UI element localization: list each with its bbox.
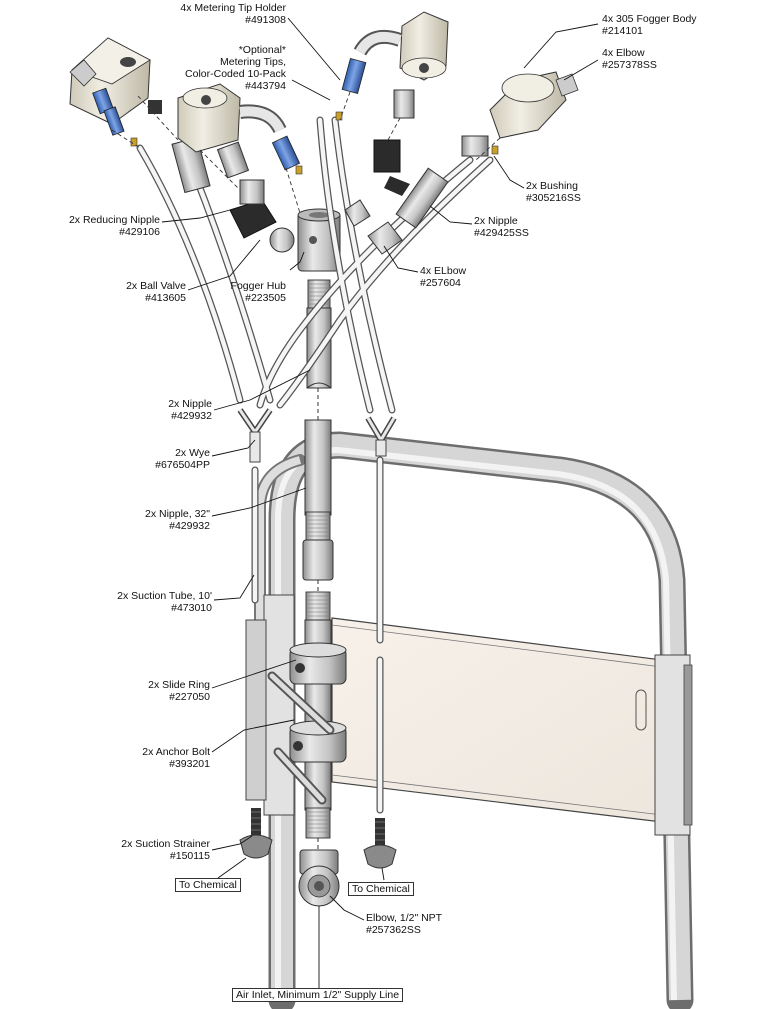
callout-elbow-npt: Elbow, 1/2" NPT #257362SS bbox=[366, 912, 442, 936]
callout-name: 2x Nipple, 32" bbox=[144, 508, 210, 520]
callout-name: Fogger Hub bbox=[230, 280, 286, 292]
callout-name: 4x ELbow bbox=[420, 265, 467, 277]
callout-suction-tube: 2x Suction Tube, 10' #473010 bbox=[90, 590, 212, 614]
callout-slide-ring: 2x Slide Ring #227050 bbox=[110, 679, 210, 703]
callout-anchor-bolt: 2x Anchor Bolt #393201 bbox=[110, 746, 210, 770]
callout-part-number: #676504PP bbox=[155, 459, 210, 471]
callout-name: 2x Nipple bbox=[474, 215, 518, 227]
leader-lines bbox=[161, 17, 599, 990]
callout-part-number: #257378SS bbox=[602, 59, 657, 71]
callout-nipple: 2x Nipple #429932 bbox=[120, 398, 212, 422]
callout-part-number: #223505 bbox=[245, 292, 286, 304]
callout-name-line: Metering Tips, bbox=[220, 56, 286, 68]
callout-reducing-nipple: 2x Reducing Nipple #429106 bbox=[40, 214, 160, 238]
callout-fogger-body: 4x 305 Fogger Body #214101 bbox=[602, 13, 697, 37]
callout-bushing: 2x Bushing #305216SS bbox=[526, 180, 581, 204]
callout-name: 4x Elbow bbox=[602, 47, 645, 59]
callout-name: 4x Metering Tip Holder bbox=[180, 2, 286, 14]
callout-name-line: *Optional* bbox=[238, 44, 286, 56]
slide-ring-lower bbox=[289, 720, 347, 763]
valve-parts-left bbox=[148, 100, 295, 253]
callout-suction-strainer: 2x Suction Strainer #150115 bbox=[90, 838, 210, 862]
fogger-body-center bbox=[341, 11, 449, 196]
callout-part-number: #429932 bbox=[171, 410, 212, 422]
elbow-npt-shape bbox=[298, 849, 340, 907]
wye-right bbox=[365, 416, 397, 457]
callout-part-number: #429932 bbox=[169, 520, 210, 532]
fogger-body-mid-left bbox=[177, 83, 301, 171]
callout-part-number: #443794 bbox=[245, 80, 286, 92]
callout-name: 2x Nipple bbox=[168, 398, 212, 410]
callout-optional-metering-tips: *Optional* Metering Tips, Color-Coded 10… bbox=[164, 44, 286, 92]
callout-part-number: #429106 bbox=[119, 226, 160, 238]
suction-strainer-left bbox=[239, 808, 273, 859]
callout-name: 2x Wye bbox=[175, 447, 210, 459]
wye-left bbox=[237, 408, 273, 463]
fogger-body-right bbox=[344, 71, 579, 255]
callout-ball-valve: 2x Ball Valve #413605 bbox=[90, 280, 186, 304]
callout-elbow-brass: 4x ELbow #257604 bbox=[420, 265, 466, 289]
callout-name: 4x 305 Fogger Body bbox=[602, 13, 697, 25]
callout-name: 2x Suction Strainer bbox=[121, 838, 210, 850]
callout-name: 2x Bushing bbox=[526, 180, 578, 192]
blue-tip-holder-1 bbox=[92, 87, 125, 136]
callout-part-number: #491308 bbox=[245, 14, 286, 26]
callout-part-number: #214101 bbox=[602, 25, 643, 37]
callout-elbow-ss: 4x Elbow #257378SS bbox=[602, 47, 657, 71]
callout-part-number: #393201 bbox=[169, 758, 210, 770]
callout-part-number: #429425SS bbox=[474, 227, 529, 239]
callout-name: 2x Anchor Bolt bbox=[142, 746, 210, 758]
slide-ring-upper bbox=[289, 642, 347, 685]
to-chemical-right-label: To Chemical bbox=[348, 882, 414, 896]
central-mast bbox=[267, 208, 347, 907]
callout-nipple-32: 2x Nipple, 32" #429932 bbox=[100, 508, 210, 532]
callout-name: 2x Slide Ring bbox=[148, 679, 210, 691]
callout-name: 2x Suction Tube, 10' bbox=[117, 590, 212, 602]
fogger-body-left bbox=[69, 37, 151, 125]
callout-part-number: #257362SS bbox=[366, 924, 421, 936]
callout-part-number: #305216SS bbox=[526, 192, 581, 204]
callout-part-number: #413605 bbox=[145, 292, 186, 304]
callout-part-number: #473010 bbox=[171, 602, 212, 614]
callout-name-line: Color-Coded 10-Pack bbox=[185, 68, 286, 80]
cart-frame bbox=[245, 431, 694, 1009]
callout-wye: 2x Wye #676504PP bbox=[110, 447, 210, 471]
air-inlet-label: Air Inlet, Minimum 1/2" Supply Line bbox=[232, 988, 404, 1002]
callout-metering-tip-holder: 4x Metering Tip Holder #491308 bbox=[160, 2, 286, 26]
callout-part-number: #257604 bbox=[420, 277, 461, 289]
callout-name: 2x Reducing Nipple bbox=[68, 214, 160, 226]
suction-strainer-right bbox=[363, 818, 397, 869]
callout-part-number: #227050 bbox=[169, 691, 210, 703]
callout-name: 2x Ball Valve bbox=[126, 280, 186, 292]
callout-fogger-hub: Fogger Hub #223505 bbox=[220, 280, 286, 304]
callout-part-number: #150115 bbox=[169, 850, 210, 862]
callout-name: Elbow, 1/2" NPT bbox=[366, 912, 443, 924]
callout-nipple-ss: 2x Nipple #429425SS bbox=[474, 215, 529, 239]
metering-tips bbox=[130, 111, 499, 175]
to-chemical-left-label: To Chemical bbox=[175, 878, 241, 892]
